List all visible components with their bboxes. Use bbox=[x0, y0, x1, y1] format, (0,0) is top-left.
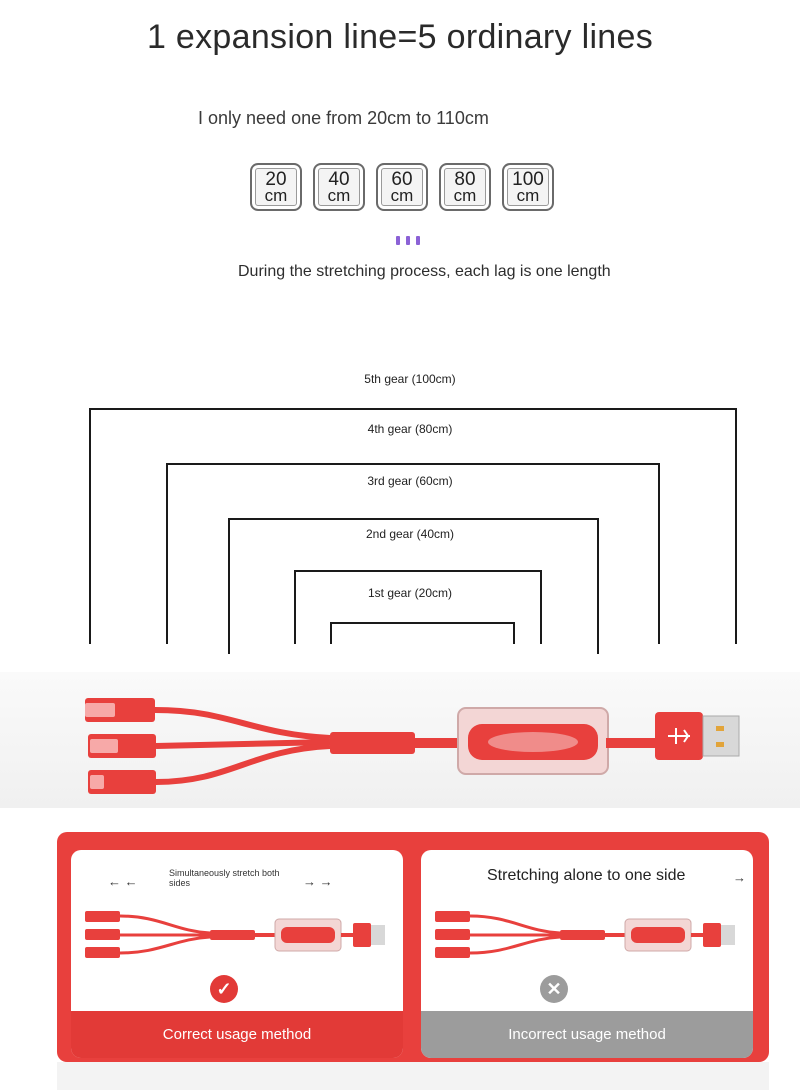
gear-bracket-3 bbox=[228, 518, 599, 654]
retractable-cable-graphic bbox=[85, 698, 740, 794]
cable-illustration bbox=[0, 672, 800, 808]
gear-bracket-1 bbox=[330, 622, 515, 644]
length-value: 60 bbox=[391, 168, 413, 190]
incorrect-usage-label: Incorrect usage method bbox=[421, 1011, 753, 1058]
length-unit: cm bbox=[264, 185, 288, 205]
length-value: 80 bbox=[454, 168, 476, 190]
length-unit: cm bbox=[390, 185, 414, 205]
gear-label-5: 5th gear (100cm) bbox=[364, 372, 456, 386]
gear-label-1: 1st gear (20cm) bbox=[367, 586, 453, 600]
length-value: 20 bbox=[265, 168, 287, 190]
length-unit: cm bbox=[453, 185, 477, 205]
incorrect-hint: Stretching alone to one side bbox=[487, 867, 686, 884]
gear-label-3: 3rd gear (60cm) bbox=[367, 474, 453, 488]
correct-usage-card: ← ← Simultaneously stretch both sides → … bbox=[71, 850, 403, 1058]
gear-label-4: 4th gear (80cm) bbox=[367, 422, 453, 436]
arrow-right-icon: → bbox=[733, 870, 746, 885]
subtitle: I only need one from 20cm to 110cm bbox=[198, 108, 489, 128]
gear-bracket-5 bbox=[89, 408, 737, 644]
gear-bracket-4 bbox=[166, 463, 660, 644]
arrow-right-icon: → → bbox=[303, 874, 333, 889]
ellipsis-dots-icon bbox=[396, 236, 420, 245]
arrow-left-icon: ← ← bbox=[108, 874, 138, 889]
length-unit: cm bbox=[516, 185, 540, 205]
correct-hint: Simultaneously stretch both sides bbox=[169, 868, 280, 888]
mini-cable-graphic bbox=[435, 911, 735, 958]
length-value: 40 bbox=[328, 168, 350, 190]
correct-usage-label: Correct usage method bbox=[71, 1011, 403, 1058]
length-unit: cm bbox=[327, 185, 351, 205]
mini-cable-graphic bbox=[85, 911, 385, 958]
incorrect-usage-card: Stretching alone to one side → ✕ Incorre… bbox=[421, 850, 753, 1058]
gear-label-2: 2nd gear (40cm) bbox=[365, 527, 455, 541]
x-circle-icon: ✕ bbox=[540, 975, 568, 1003]
length-value: 100 bbox=[512, 168, 544, 190]
gear-bracket-2 bbox=[294, 570, 542, 644]
stretch-note: During the stretching process, each lag … bbox=[238, 263, 611, 280]
bottom-strip bbox=[57, 1062, 769, 1090]
check-circle-icon: ✓ bbox=[210, 975, 238, 1003]
page-title: 1 expansion line=5 ordinary lines bbox=[146, 18, 654, 56]
